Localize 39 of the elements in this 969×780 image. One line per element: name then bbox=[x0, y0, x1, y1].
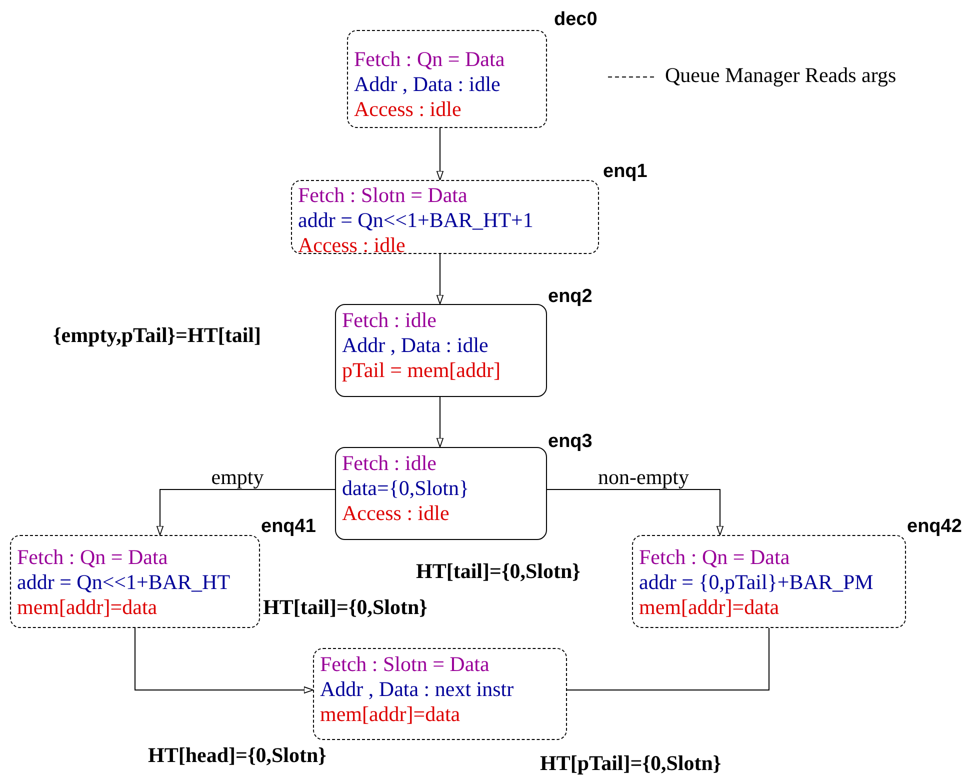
state-action: Fetch : Qn = Data bbox=[17, 545, 168, 570]
state-name: enq41 bbox=[261, 515, 316, 539]
state-action: addr = Qn<<1+BAR_HT bbox=[17, 570, 230, 595]
arrow bbox=[436, 128, 444, 180]
action-label: HT[tail]={0,Slotn} bbox=[416, 559, 580, 584]
state-name: enq1 bbox=[603, 160, 648, 184]
state-action: Addr , Data : idle bbox=[354, 72, 500, 97]
action-label: {empty,pTail}=HT[tail] bbox=[53, 323, 262, 348]
arrow bbox=[156, 489, 336, 536]
action-label: HT[tail]={0,Slotn} bbox=[263, 595, 428, 620]
state-action: Access : idle bbox=[298, 233, 406, 258]
state-action: addr = Qn<<1+BAR_HT+1 bbox=[298, 208, 534, 233]
state-action: Fetch : Qn = Data bbox=[354, 47, 505, 72]
state-action: pTail = mem[addr] bbox=[342, 358, 500, 383]
action-label: HT[head]={0,Slotn} bbox=[148, 743, 326, 768]
state-action: mem[addr]=data bbox=[17, 595, 158, 620]
state-name: dec0 bbox=[554, 8, 598, 32]
arrow bbox=[436, 254, 444, 304]
state-name: enq2 bbox=[548, 285, 592, 309]
arrow bbox=[134, 628, 314, 694]
state-action: Addr , Data : next instr bbox=[320, 677, 514, 702]
state-action: Fetch : Slotn = Data bbox=[320, 652, 490, 677]
state-action: Fetch : Qn = Data bbox=[639, 545, 790, 570]
state-name: enq3 bbox=[548, 430, 592, 454]
arrow bbox=[436, 396, 444, 448]
state-action: Fetch : idle bbox=[342, 451, 436, 476]
state-action: Access : idle bbox=[354, 97, 462, 122]
state-action: mem[addr]=data bbox=[320, 702, 460, 727]
action-label: HT[pTail]={0,Slotn} bbox=[540, 751, 722, 776]
state-action: addr = {0,pTail}+BAR_PM bbox=[639, 570, 874, 595]
state-action: mem[addr]=data bbox=[639, 595, 780, 620]
state-action: Access : idle bbox=[342, 501, 450, 526]
state-action: Fetch : idle bbox=[342, 308, 436, 333]
state-name: enq42 bbox=[907, 515, 962, 539]
state-action: data={0,Slotn} bbox=[342, 476, 470, 501]
legend-text: Queue Manager Reads args bbox=[665, 63, 896, 88]
state-action: Addr , Data : idle bbox=[342, 333, 488, 358]
arrow bbox=[546, 489, 724, 536]
state-action: Fetch : Slotn = Data bbox=[298, 183, 468, 208]
